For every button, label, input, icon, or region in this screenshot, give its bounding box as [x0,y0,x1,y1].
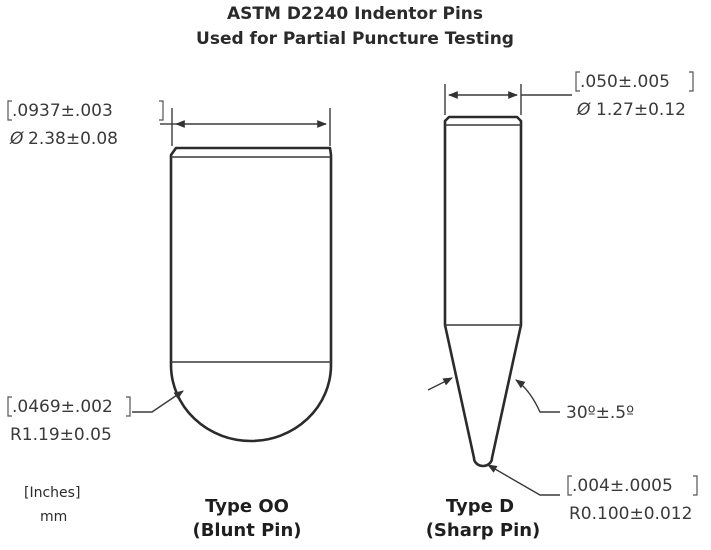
sharp-pin-type-caption: Type D [446,496,514,517]
sharp-angle-arrow-left [427,377,453,391]
title-line-1: ASTM D2240 Indentor Pins [227,4,483,24]
sharp-tip-radius-leader [487,464,560,496]
blunt-radius-bracket-right [126,396,131,417]
blunt-diameter-symbol: Ø [9,129,24,149]
blunt-radius-mm: R1.19±0.05 [10,425,112,445]
sharp-tip-bracket-left [567,475,572,496]
blunt-pin: .0937±.003 Ø 2.38±0.08 .0469±.002 R1.19±… [7,100,333,541]
sharp-tip-bracket-right [693,475,698,496]
sharp-tip-radius-mm: R0.100±0.012 [569,504,692,524]
sharp-diameter-mm: 1.27±0.12 [596,100,686,120]
blunt-pin-desc-caption: (Blunt Pin) [192,520,301,541]
blunt-radius-inches: .0469±.002 [12,397,113,417]
units-mm: mm [40,509,67,525]
blunt-diameter-inches: .0937±.003 [12,101,113,121]
sharp-pin-outline [443,115,523,468]
sharp-angle-leader [515,379,560,413]
blunt-radius-bracket-left [7,396,12,417]
sharp-diameter-inches: .050±.005 [580,72,670,92]
blunt-diameter-mm: 2.38±0.08 [28,129,118,149]
sharp-diameter-bracket-left [575,71,580,92]
units-inches: [Inches] [24,485,80,501]
blunt-diameter-bracket-left [7,100,12,121]
sharp-pin: .050±.005 Ø 1.27±0.12 30º±.5º .004±.0005… [426,71,698,541]
blunt-radius-leader [132,390,184,413]
blunt-pin-type-caption: Type OO [205,496,289,517]
sharp-diameter-bracket-right [689,71,694,92]
sharp-angle-label: 30º±.5º [566,403,634,423]
sharp-tip-radius-inches: .004±.0005 [572,476,673,496]
title-line-2: Used for Partial Puncture Testing [196,29,514,49]
blunt-pin-outline [169,146,333,443]
blunt-diameter-bracket-right [159,100,164,121]
sharp-pin-desc-caption: (Sharp Pin) [426,520,541,541]
sharp-diameter-symbol: Ø [576,100,591,120]
